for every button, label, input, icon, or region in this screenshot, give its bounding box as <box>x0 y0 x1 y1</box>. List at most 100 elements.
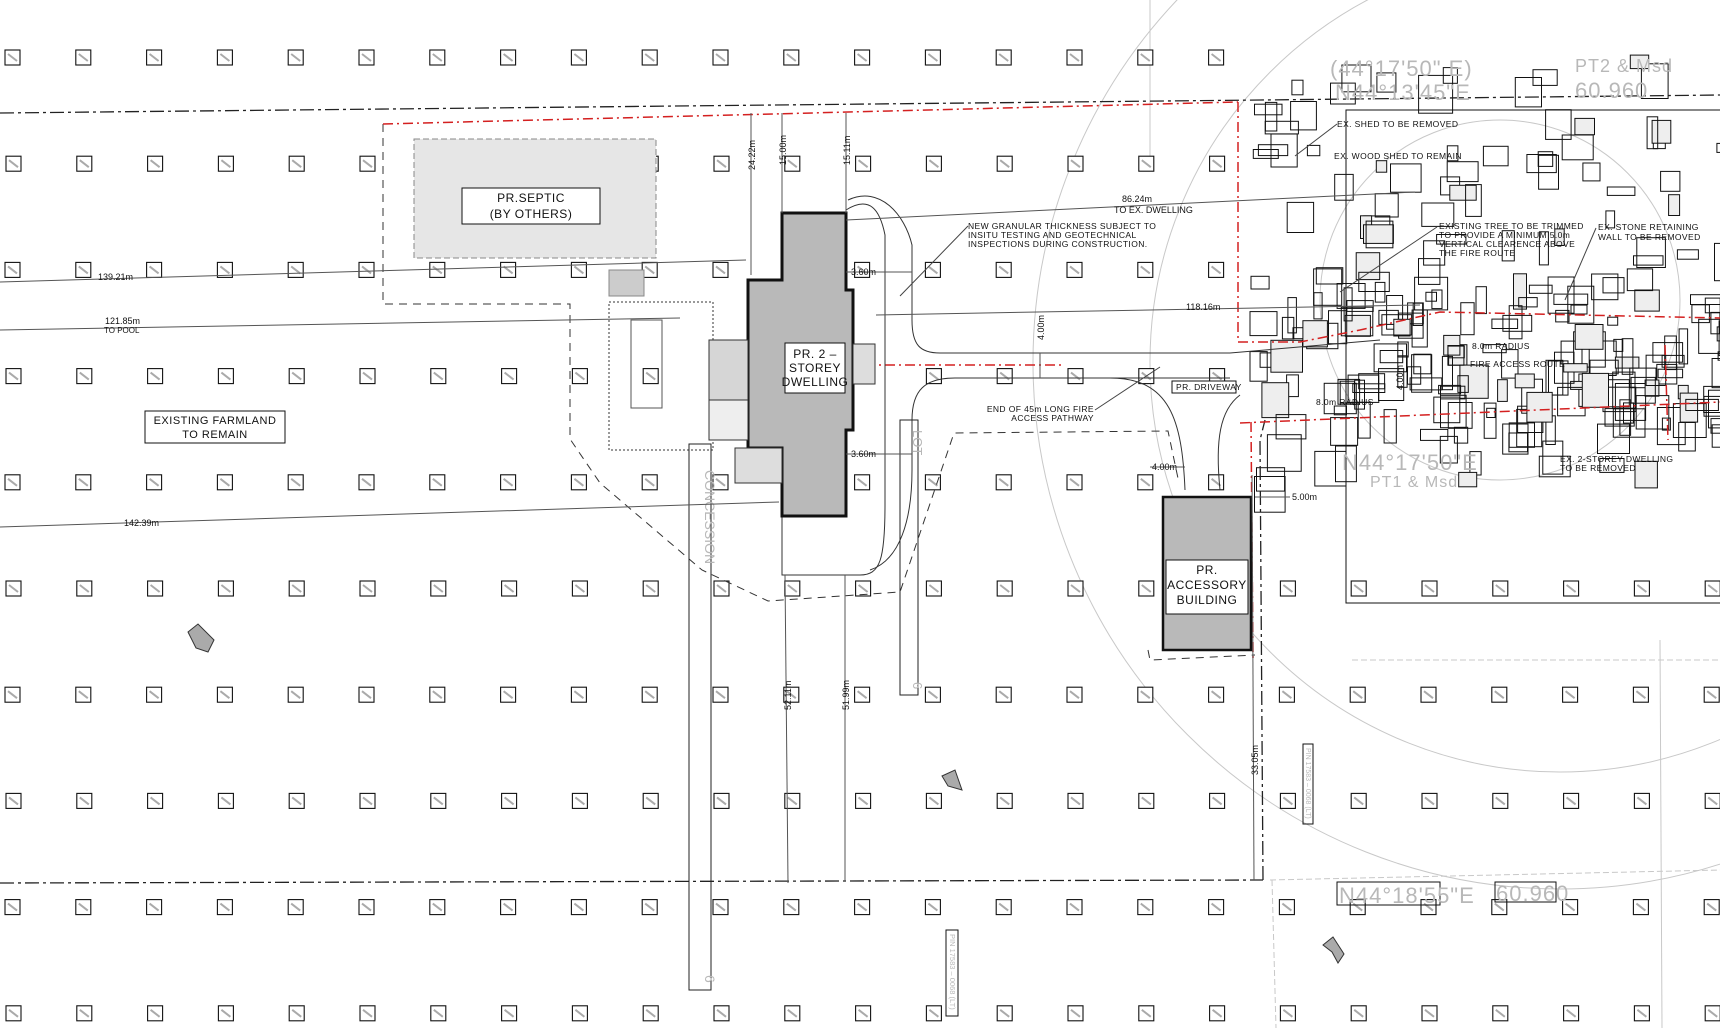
elevation-marker <box>4 49 21 66</box>
existing-feature <box>1337 378 1361 405</box>
existing-feature <box>1374 281 1386 303</box>
property-lines <box>0 94 1720 884</box>
elevation-marker <box>570 49 587 66</box>
note-granular-2: INSITU TESTING AND GEOTECHNICAL <box>968 230 1137 240</box>
elevation-marker <box>5 1005 22 1022</box>
existing-feature <box>1629 367 1657 389</box>
dim-51: 51.99m <box>841 680 851 710</box>
existing-feature <box>1574 324 1604 350</box>
elevation-marker <box>924 49 941 66</box>
elevation-marker <box>1137 899 1154 916</box>
leader-fire-end <box>1094 366 1161 411</box>
elevation-marker <box>287 474 304 491</box>
existing-feature <box>1453 426 1469 444</box>
elevation-marker <box>1704 580 1720 597</box>
dim-to-pool: TO POOL <box>104 326 140 335</box>
elevation-marker <box>5 580 22 597</box>
existing-feature <box>1563 363 1588 373</box>
existing-feature <box>1630 376 1656 404</box>
accessory-label-1: PR. <box>1196 563 1218 577</box>
existing-feature <box>1644 379 1660 397</box>
existing-feature <box>1718 320 1720 357</box>
existing-feature <box>1513 273 1527 310</box>
note-radius-1: 8.0m RADIUS <box>1472 341 1530 351</box>
elevation-marker <box>571 792 588 809</box>
existing-feature <box>1425 291 1438 302</box>
elevation-marker <box>1067 1005 1084 1022</box>
elevation-marker <box>854 686 871 703</box>
existing-feature <box>1502 423 1529 455</box>
existing-feature <box>1574 117 1596 136</box>
elevation-marker <box>784 155 801 172</box>
existing-feature <box>1281 316 1295 340</box>
existing-feature <box>1532 69 1558 86</box>
elevation-marker <box>713 792 730 809</box>
existing-feature <box>1635 395 1670 430</box>
existing-feature <box>1656 363 1678 385</box>
elevation-marker <box>430 792 447 809</box>
existing-feature <box>1330 82 1356 105</box>
elevation-marker <box>500 474 517 491</box>
elevation-marker <box>995 474 1012 491</box>
elevation-marker <box>75 474 92 491</box>
elevation-marker <box>1067 368 1084 385</box>
existing-feature <box>1363 224 1394 244</box>
existing-feature <box>1661 354 1685 368</box>
existing-feature <box>1526 154 1557 174</box>
elevation-marker <box>996 792 1013 809</box>
elevation-marker <box>358 49 375 66</box>
elevation-marker <box>1279 580 1296 597</box>
elevation-marker <box>75 261 92 278</box>
elevation-marker <box>501 1005 518 1022</box>
existing-feature <box>1483 402 1497 439</box>
elevation-marker <box>1421 792 1438 809</box>
elevation-marker <box>1137 474 1154 491</box>
note-tree-3: VERTICAL CLEARENCE ABOVE <box>1439 239 1575 249</box>
elevation-markers <box>4 49 1720 1022</box>
existing-feature <box>1397 355 1408 388</box>
elevation-marker <box>1066 261 1083 278</box>
elevation-marker <box>570 899 587 916</box>
existing-feature <box>1597 423 1630 455</box>
existing-feature <box>1447 345 1465 359</box>
elevation-marker <box>501 580 518 597</box>
elevation-marker <box>641 686 658 703</box>
existing-feature <box>1634 289 1660 312</box>
elevation-marker <box>358 686 375 703</box>
existing-feature <box>1475 286 1487 315</box>
elevation-marker <box>1350 1005 1367 1022</box>
driveway-label: PR. DRIVEWAY <box>1176 382 1242 392</box>
accessory-label-2: ACCESSORY <box>1167 578 1247 592</box>
existing-feature <box>1378 309 1399 325</box>
elevation-marker <box>1420 899 1437 916</box>
existing-feature <box>1302 320 1328 348</box>
existing-feature <box>1256 467 1286 492</box>
existing-feature <box>1652 342 1684 363</box>
elevation-marker <box>147 792 164 809</box>
existing-feature <box>1446 145 1459 162</box>
existing-feature <box>1249 311 1278 337</box>
dim-400b: 4.00m <box>1152 462 1177 472</box>
existing-feature <box>1344 314 1371 337</box>
existing-feature <box>1502 314 1533 332</box>
elevation-marker <box>570 686 587 703</box>
existing-feature <box>1514 77 1543 108</box>
elevation-marker <box>1208 49 1225 66</box>
elevation-marker <box>76 580 93 597</box>
elevation-marker <box>501 368 518 385</box>
existing-feature <box>1497 379 1508 402</box>
existing-feature <box>1254 476 1286 513</box>
existing-feature <box>1252 149 1279 159</box>
elevation-marker <box>1492 1005 1509 1022</box>
elevation-marker <box>216 899 233 916</box>
elevation-marker <box>1350 580 1367 597</box>
existing-feature <box>1315 267 1344 285</box>
existing-feature <box>1619 399 1632 436</box>
elevation-marker <box>996 155 1013 172</box>
existing-feature <box>1249 351 1268 382</box>
elevation-marker <box>76 368 93 385</box>
bearing-top-1: (44°17'50" E) <box>1330 56 1473 81</box>
dim-400c: 4.00m <box>1395 365 1405 390</box>
leader-granular <box>899 225 969 297</box>
elevation-marker <box>713 155 730 172</box>
